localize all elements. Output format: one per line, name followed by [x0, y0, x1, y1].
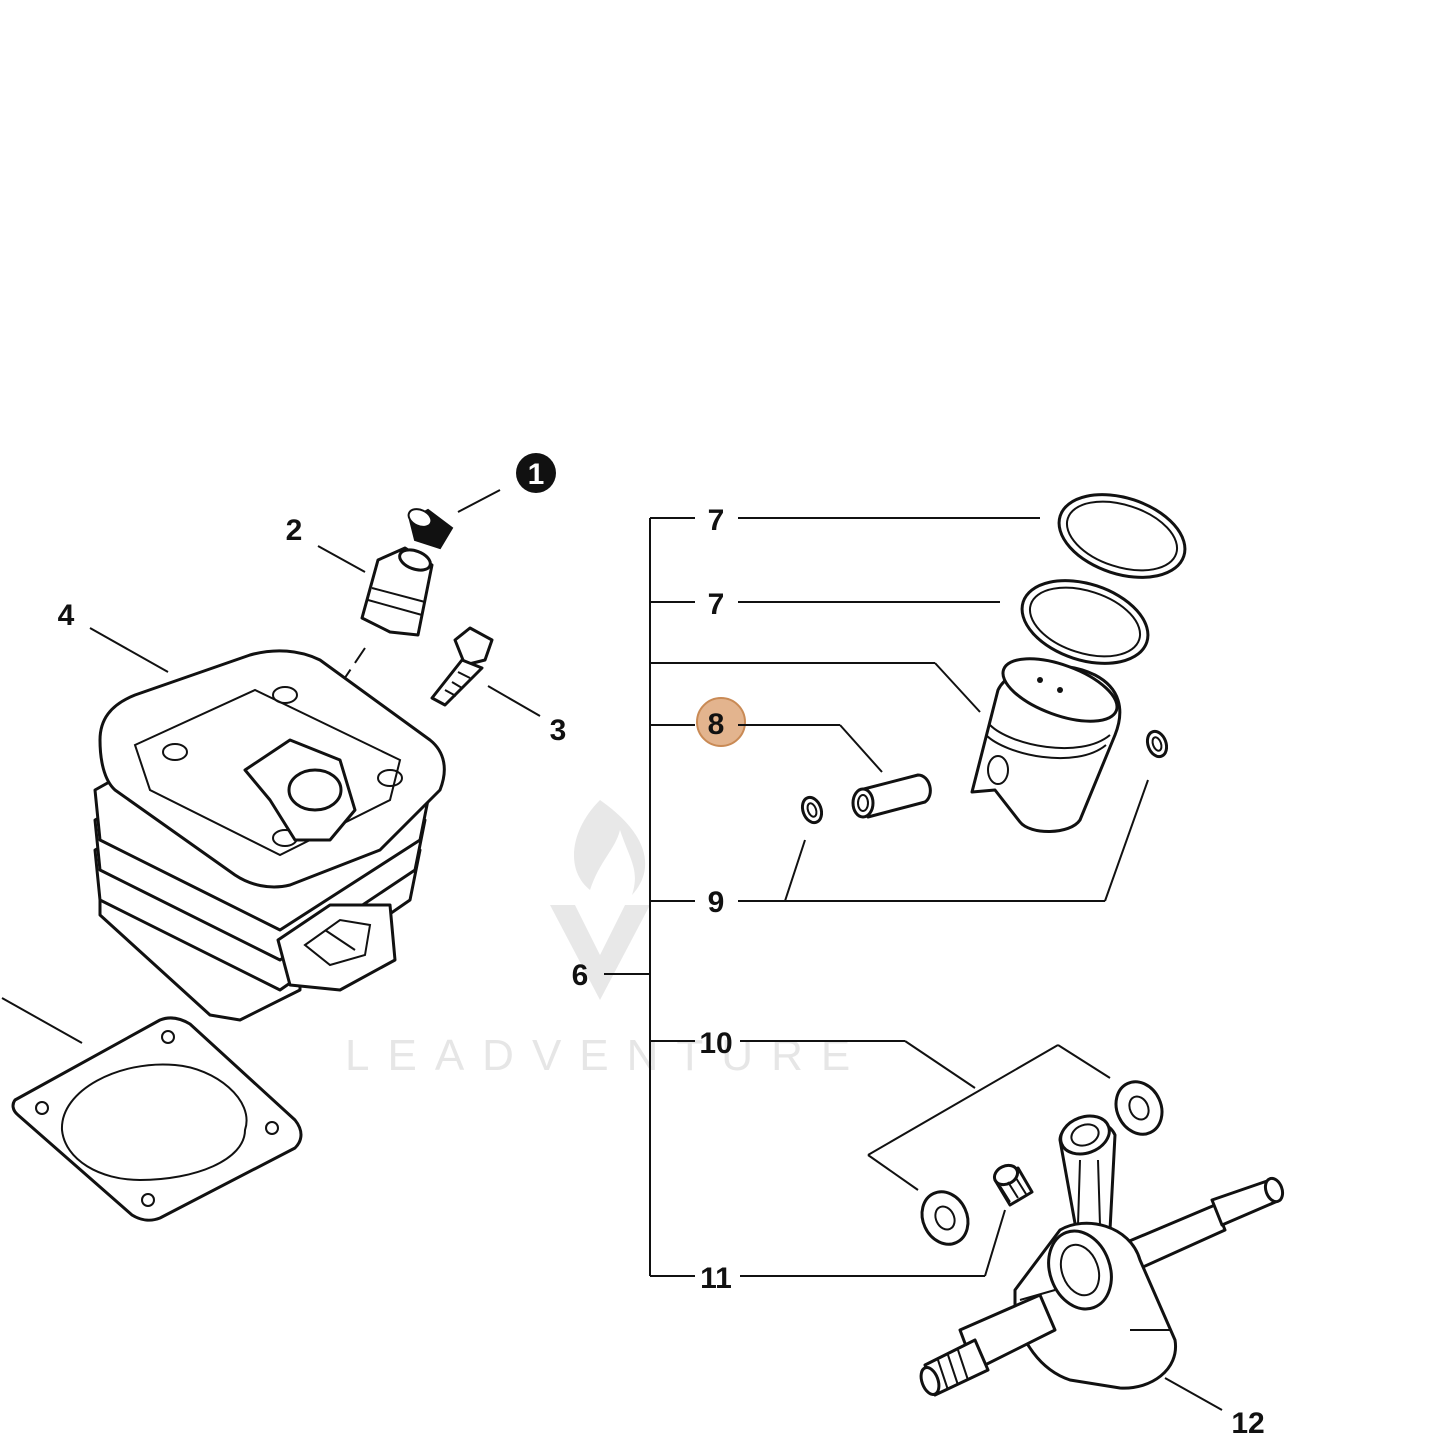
- leader-gasket: [1, 997, 83, 1044]
- callout-1[interactable]: 1: [528, 458, 545, 491]
- part-12-crankshaft: [919, 1114, 1285, 1397]
- callout-3[interactable]: 3: [550, 714, 567, 747]
- part-1-nut: [407, 508, 454, 550]
- callout-2[interactable]: 2: [286, 514, 303, 547]
- callout-10[interactable]: 10: [699, 1027, 732, 1060]
- callout-9[interactable]: 9: [708, 886, 725, 919]
- part-11-needle-bearing: [992, 1163, 1034, 1207]
- callout-11[interactable]: 11: [700, 1262, 732, 1295]
- callout-4[interactable]: 4: [58, 599, 75, 632]
- part-piston: [970, 657, 1122, 833]
- part-8-piston-pin: [851, 773, 932, 819]
- part-4-cylinder: [93, 649, 446, 1022]
- leader-3: [487, 685, 541, 717]
- part-5-gasket: [11, 1016, 303, 1222]
- leader-12: [1164, 1377, 1223, 1411]
- callout-7-top[interactable]: 7: [708, 504, 725, 537]
- watermark: LEADVENTURE: [345, 800, 868, 1080]
- callout-8-highlight[interactable]: [696, 697, 746, 747]
- leader-2: [317, 545, 366, 573]
- part-9-circlips: [800, 729, 1169, 825]
- callout-7-bottom[interactable]: 7: [708, 588, 725, 621]
- part-10-washers: [920, 1080, 1164, 1246]
- part-7-piston-rings: [1020, 493, 1187, 665]
- callout-1-badge[interactable]: [516, 453, 556, 493]
- callout-8[interactable]: 8: [708, 708, 725, 741]
- leader-4: [89, 627, 169, 673]
- callout-6[interactable]: 6: [572, 959, 589, 992]
- kit-bracket: [604, 517, 981, 1277]
- part-2-valve: [360, 546, 434, 637]
- leader-1: [457, 489, 501, 513]
- leader-8-b: [839, 724, 883, 773]
- watermark-text: LEADVENTURE: [345, 1031, 868, 1080]
- callout-12[interactable]: 12: [1231, 1407, 1264, 1440]
- part-3-bolt: [430, 626, 494, 707]
